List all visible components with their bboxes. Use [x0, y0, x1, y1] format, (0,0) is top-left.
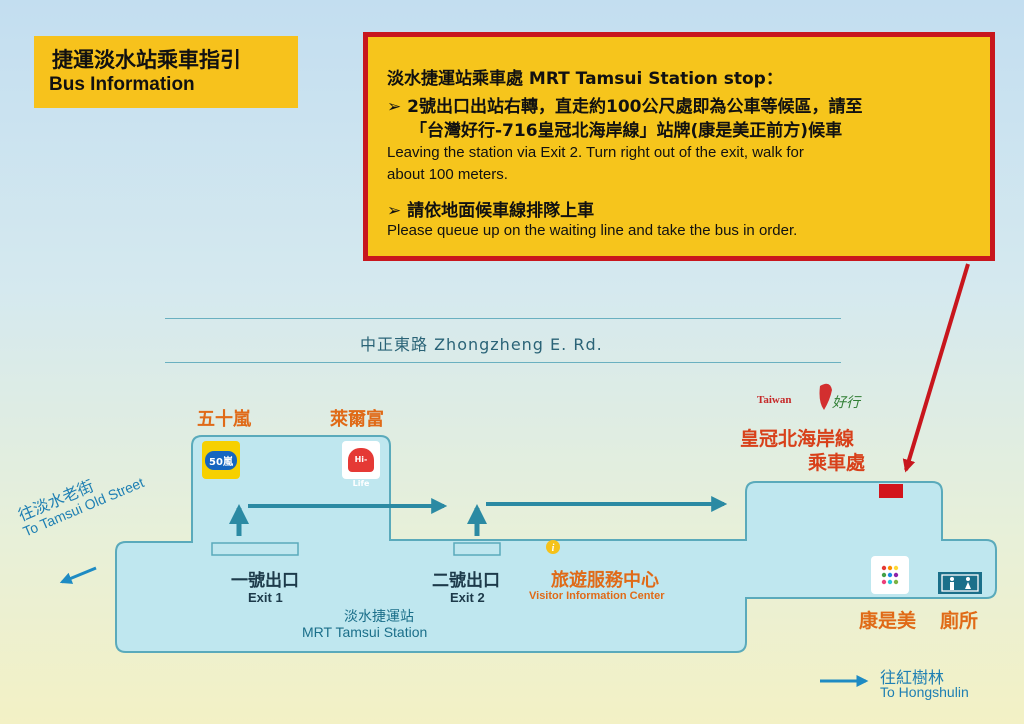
road-edge-bottom: [165, 362, 841, 363]
cosmed-label: 康是美: [859, 610, 917, 632]
title-box: 捷運淡水站乘車指引 Bus Information: [34, 36, 298, 108]
info-item1-en-line1: Leaving the station via Exit 2. Turn rig…: [387, 144, 804, 161]
bus-stop-label-line1: 皇冠北海岸線: [740, 428, 855, 450]
left-direction-arrow: [59, 566, 97, 584]
info-item2-en: Please queue up on the waiting line and …: [387, 222, 798, 239]
taiwan-tourist-logo: [819, 383, 832, 410]
toilet-icon: [938, 572, 982, 594]
station-label-zh: 淡水捷運站: [344, 609, 414, 625]
cosmed-logo-icon: [871, 556, 909, 594]
visitor-center-label-en: Visitor Information Center: [529, 590, 665, 602]
exit1-label-en: Exit 1: [248, 590, 283, 605]
info-item1-zh-line1: ➢ 2號出口出站右轉，直走約100公尺處即為公車等候區，請至: [387, 97, 863, 117]
bus-stop-marker: [879, 484, 903, 498]
road-edge-top: [165, 318, 841, 319]
info-item1-zh-line2: 「台灣好行-716皇冠北海岸線」站牌(康是美正前方)候車: [410, 121, 843, 141]
visitor-center-label-zh: 旅遊服務中心: [551, 570, 659, 591]
road-label: 中正東路 Zhongzheng E. Rd.: [360, 335, 603, 354]
store2-label: 萊爾富: [330, 409, 384, 430]
exit1-label-zh: 一號出口: [231, 571, 299, 591]
exit2-platform: [453, 542, 501, 556]
bus-stop-label-line2: 乘車處: [808, 452, 866, 474]
exit2-label-zh: 二號出口: [432, 571, 500, 591]
info-heading: 淡水捷運站乘車處 MRT Tamsui Station stop：: [387, 69, 783, 89]
toilet-label: 廁所: [940, 610, 979, 632]
info-item1-en-line2: about 100 meters.: [387, 166, 508, 183]
exit1-platform: [211, 542, 299, 556]
stop-pointer-arrow: [902, 263, 970, 473]
store2-logo: Hi-Life: [342, 441, 380, 488]
taiwan-logo-sub: 好行: [832, 395, 860, 411]
right-direction-zh: 往紅樹林: [880, 668, 945, 687]
station-label-en: MRT Tamsui Station: [302, 624, 428, 640]
exit2-label-en: Exit 2: [450, 590, 485, 605]
info-icon: i: [546, 540, 560, 554]
store1-logo: 50嵐: [202, 441, 240, 479]
title-en: Bus Information: [49, 74, 195, 95]
taiwan-logo-text: Taiwan: [757, 394, 792, 406]
right-direction-en: To Hongshulin: [880, 684, 969, 700]
store2-logo-text: Hi-Life: [348, 448, 374, 488]
store1-logo-text: 50嵐: [205, 450, 237, 470]
svg-text:i: i: [552, 543, 555, 554]
info-item2-zh: ➢ 請依地面候車線排隊上車: [387, 201, 595, 221]
store1-label: 五十嵐: [197, 409, 251, 430]
info-box: 淡水捷運站乘車處 MRT Tamsui Station stop： ➢ 2號出口…: [363, 32, 995, 261]
title-zh: 捷運淡水站乘車指引: [52, 48, 241, 72]
